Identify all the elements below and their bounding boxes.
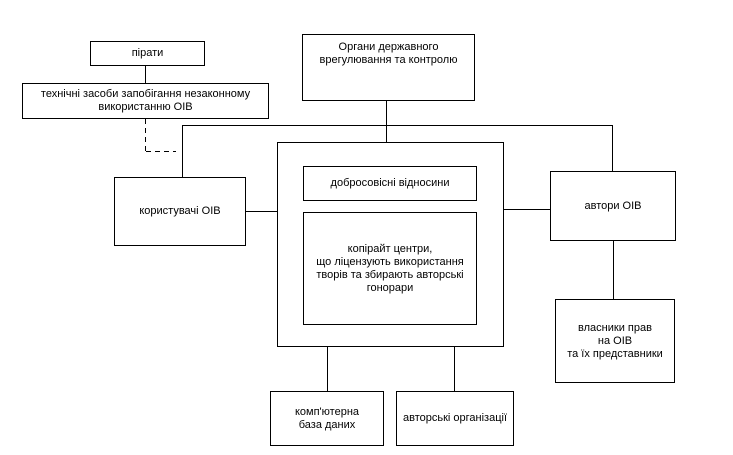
node-authors: автори ОІВ — [550, 171, 676, 241]
node-rights-holders: власники прав на ОІВ та їх представники — [555, 299, 675, 383]
node-pirates: пірати — [90, 41, 205, 66]
node-bona-fide-relations: добросовісні відносини — [303, 166, 477, 201]
node-users: користувачі ОІВ — [114, 177, 246, 246]
node-author-organizations: авторські організації — [396, 391, 514, 446]
node-state-bodies: Органи державного врегулювання та контро… — [302, 34, 475, 101]
node-computer-database: комп'ютерна база даних — [270, 391, 384, 446]
node-technical-means: технічні засоби запобігання незаконному … — [22, 83, 269, 119]
node-copyright-centers: копірайт центри, що ліцензують використа… — [303, 212, 477, 325]
